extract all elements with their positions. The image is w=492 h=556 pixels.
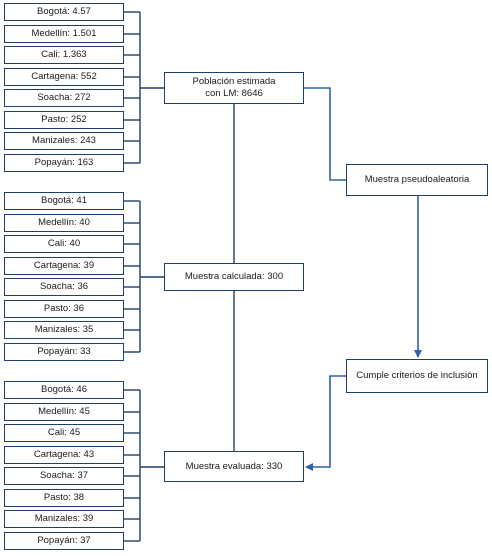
- inclusion-criteria-label: Cumple criterios de inclusión: [356, 370, 478, 381]
- group2-city-box: Pasto: 36: [4, 300, 124, 318]
- group3-city-box: Manizales: 39: [4, 510, 124, 528]
- calculated-sample-label: Muestra calculada: 300: [184, 271, 284, 282]
- inclusion-criteria-box: Cumple criterios de inclusión: [346, 359, 488, 393]
- group3-city-box: Medellín: 45: [4, 403, 124, 421]
- group3-city-box: Pasto: 38: [4, 489, 124, 507]
- group2-city-box: Manizales: 35: [4, 321, 124, 339]
- group1-city-box: Pasto: 252: [4, 111, 124, 129]
- estimated-population-line2: con LM: 8646: [205, 88, 263, 99]
- evaluated-sample-box: Muestra evaluada: 330: [164, 451, 304, 482]
- pseudorandom-sample-box: Muestra pseudoaleatoria: [346, 164, 488, 196]
- group1-city-box: Cartagena: 552: [4, 68, 124, 86]
- calculated-sample-box: Muestra calculada: 300: [164, 263, 304, 291]
- flow-population-to-sampling: [304, 87, 346, 181]
- group3-bracket: [124, 389, 164, 542]
- evaluated-sample-label: Muestra evaluada: 330: [185, 460, 283, 472]
- group1-city-box: Manizales: 243: [4, 132, 124, 150]
- group1-city-box: Popayán: 163: [4, 154, 124, 172]
- group3-city-box: Soacha: 37: [4, 467, 124, 485]
- estimated-population-line1: Población estimada: [192, 76, 276, 87]
- pseudorandom-sample-label: Muestra pseudoaleatoria: [364, 174, 470, 185]
- group1-bracket: [124, 11, 164, 164]
- group2-city-box: Soacha: 36: [4, 278, 124, 296]
- group2-city-box: Cali: 40: [4, 235, 124, 253]
- group1-city-box: Cali: 1.363: [4, 46, 124, 64]
- group2-city-box: Medellín: 40: [4, 214, 124, 232]
- group1-city-box: Soacha: 272: [4, 89, 124, 107]
- group3-city-box: Popayán: 37: [4, 532, 124, 550]
- group1-city-box: Medellín: 1.501: [4, 25, 124, 43]
- group3-city-box: Cali: 45: [4, 424, 124, 442]
- group2-bracket: [124, 200, 164, 353]
- group1-city-box: Bogotá: 4.57: [4, 3, 124, 21]
- group3-city-box: Bogotá: 46: [4, 381, 124, 399]
- group2-city-box: Popayán: 33: [4, 343, 124, 361]
- estimated-population-box: Población estimada con LM: 8646: [164, 72, 304, 104]
- flow-inclusion-to-evaluated: [305, 375, 346, 471]
- group3-city-box: Cartagena: 43: [4, 446, 124, 464]
- group2-city-box: Cartagena: 39: [4, 257, 124, 275]
- group2-city-box: Bogotá: 41: [4, 192, 124, 210]
